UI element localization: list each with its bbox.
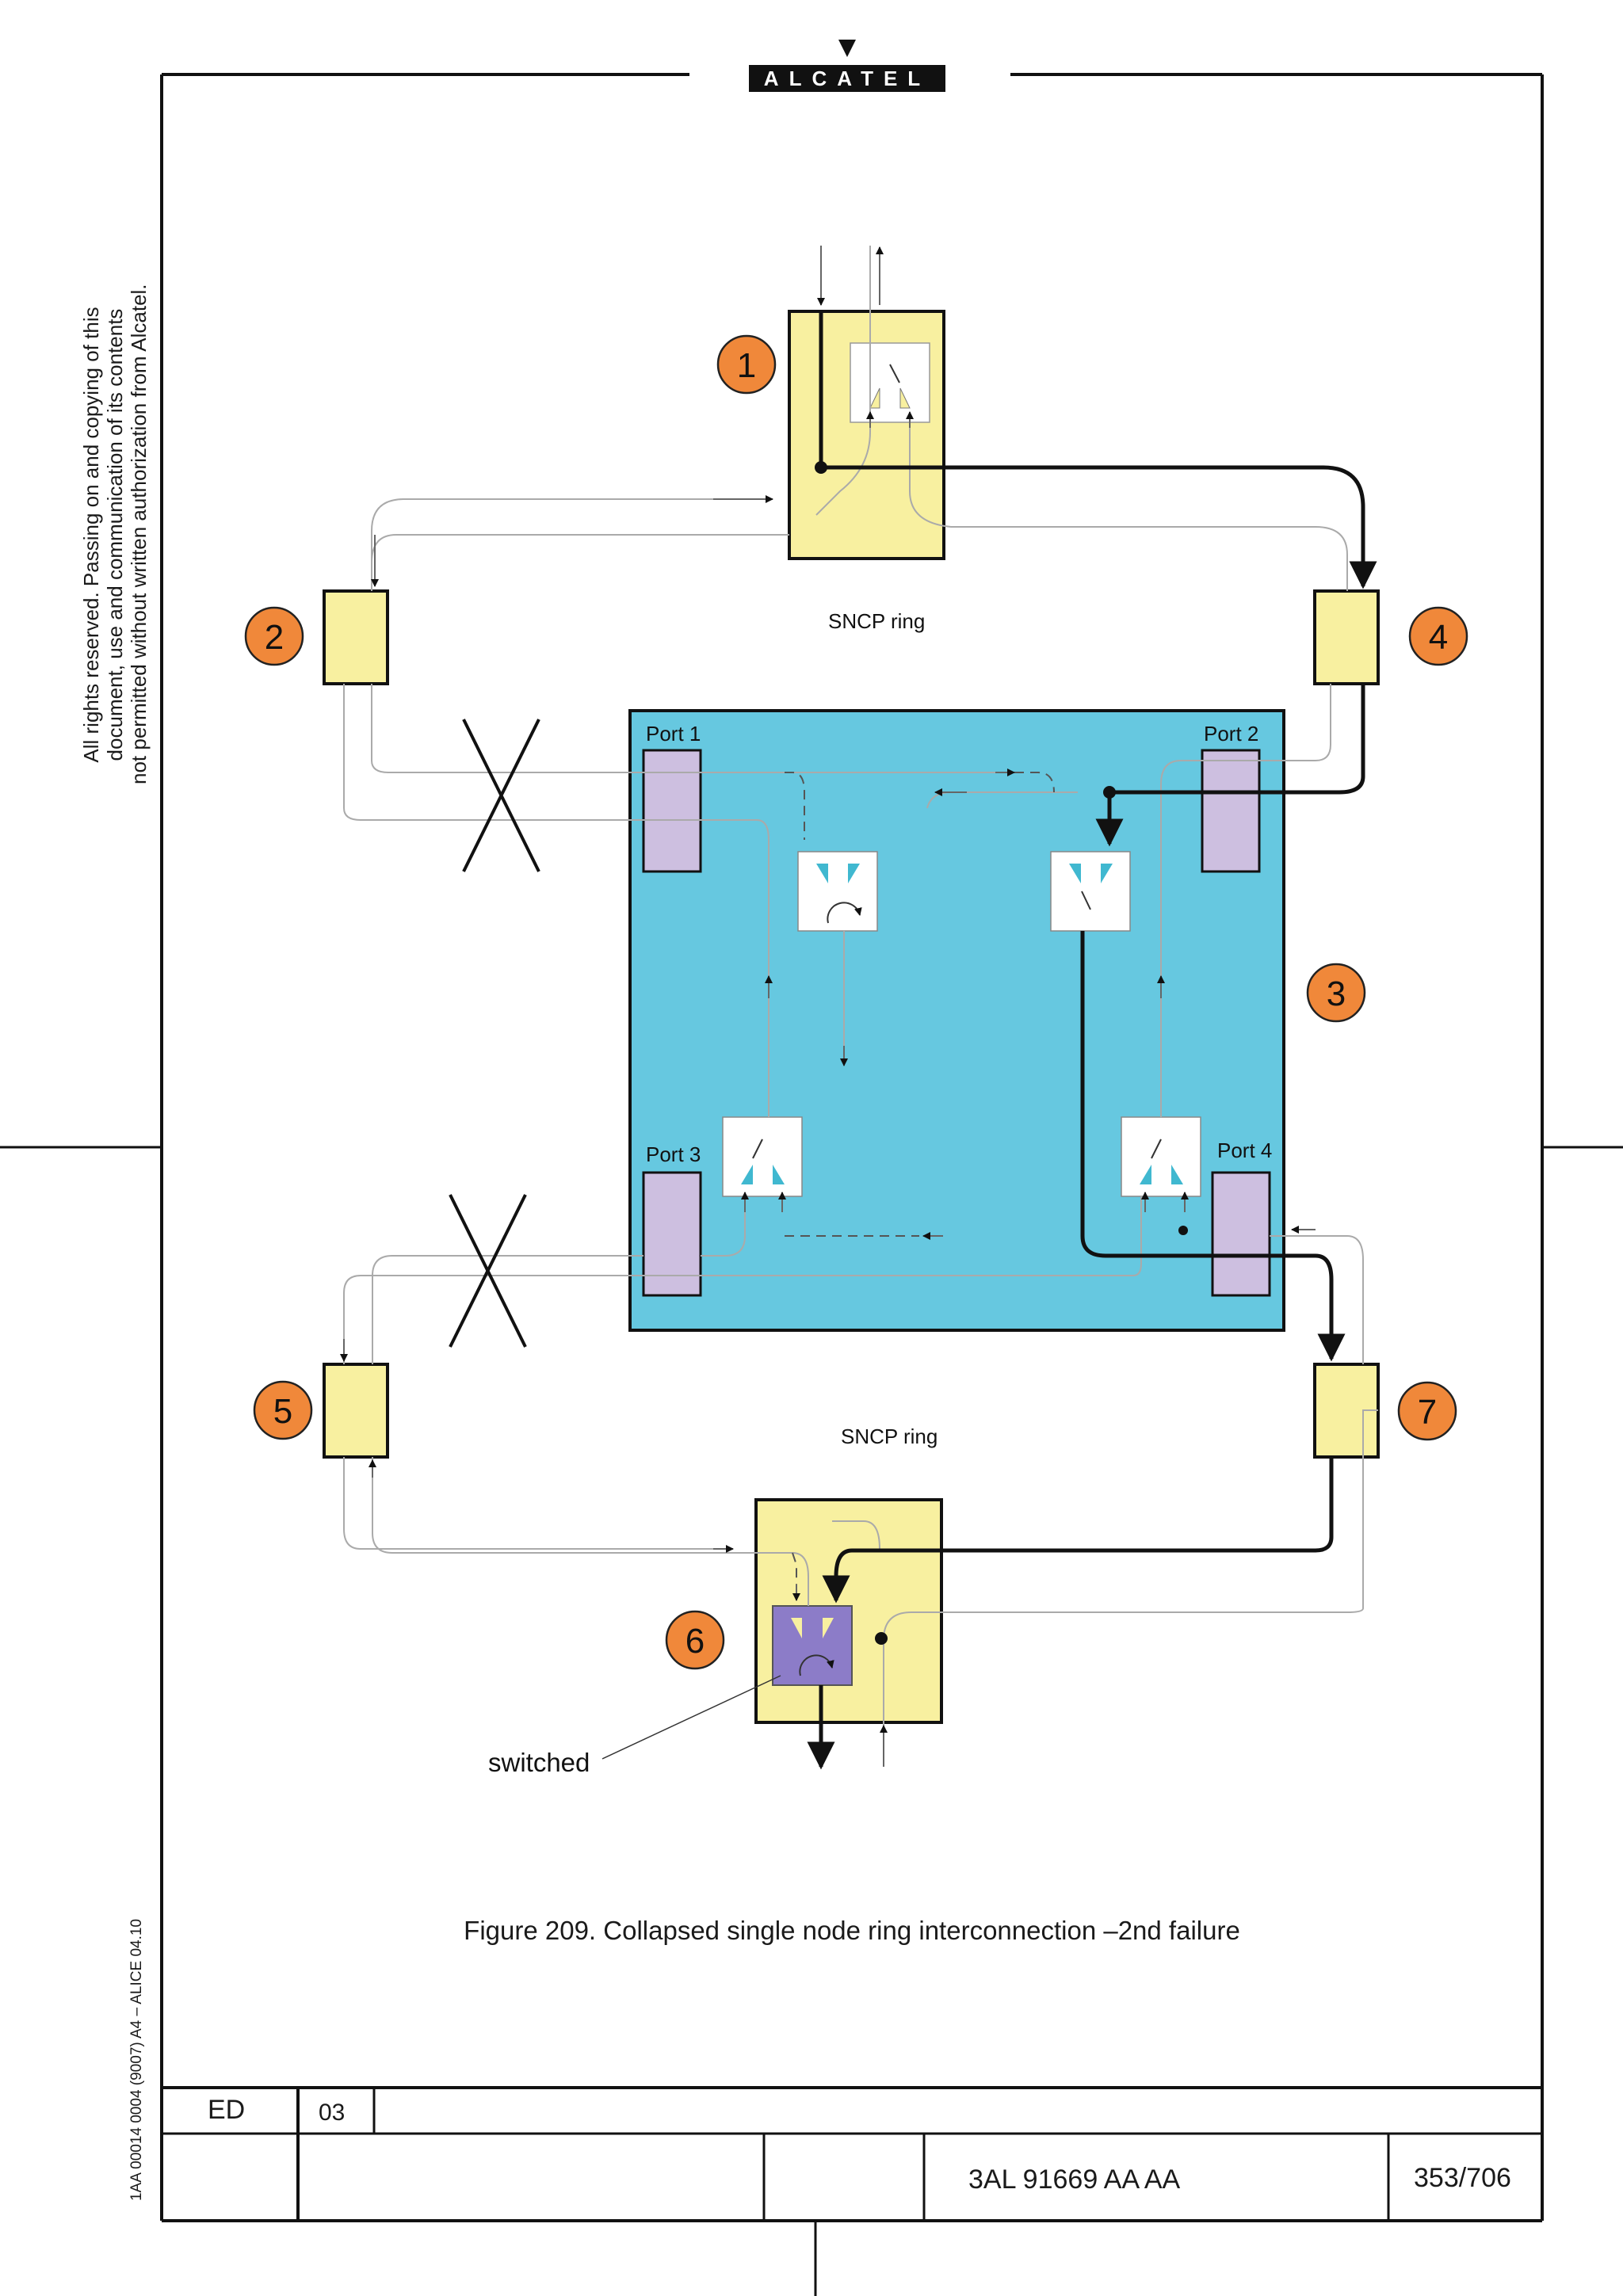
port-2-label: Port 2 — [1204, 722, 1258, 746]
switched-selector-icon — [772, 1605, 853, 1686]
selector-bottom-right-icon — [1121, 1116, 1201, 1197]
node-5-number: 5 — [273, 1392, 292, 1431]
node-4-box — [1313, 589, 1380, 685]
node-5-marker — [253, 1380, 313, 1440]
alcatel-logo: ALCATEL — [749, 65, 945, 92]
page-number: 353/706 — [1414, 2163, 1511, 2193]
ed-value: 03 — [319, 2100, 346, 2126]
logo-triangle-icon — [838, 40, 856, 57]
ed-label: ED — [208, 2095, 246, 2125]
ring-label-bottom: SNCP ring — [841, 1425, 938, 1448]
port-1-label: Port 1 — [646, 722, 701, 746]
figure-caption: Figure 209. Collapsed single node ring i… — [464, 1916, 1240, 1945]
node-3-number: 3 — [1327, 974, 1346, 1013]
port-1-box — [642, 749, 702, 873]
ring-label-top: SNCP ring — [828, 609, 925, 633]
node-2-marker — [244, 606, 304, 666]
node-4-number: 4 — [1429, 618, 1448, 657]
node-7-number: 7 — [1418, 1393, 1437, 1432]
node-3-marker — [1306, 963, 1366, 1023]
node-1-number: 1 — [737, 346, 756, 385]
node-6-number: 6 — [685, 1622, 705, 1661]
node-5-box — [323, 1363, 389, 1459]
port-3-box — [642, 1171, 702, 1297]
document-number: 3AL 91669 AA AA — [968, 2164, 1181, 2195]
switched-label: switched — [488, 1748, 590, 1777]
node-1-selector-icon — [850, 342, 930, 423]
failure-x-top-icon — [462, 719, 540, 872]
port-4-box — [1211, 1171, 1271, 1297]
selector-bottom-left-icon — [722, 1116, 803, 1197]
central-network-element — [628, 709, 1285, 1332]
node-4-marker — [1408, 606, 1468, 666]
node-7-marker — [1397, 1381, 1457, 1441]
node-6-marker — [665, 1610, 725, 1670]
selector-top-left-icon — [797, 851, 878, 932]
port-3-label: Port 3 — [646, 1142, 701, 1166]
node-2-box — [323, 589, 389, 685]
port-4-label: Port 4 — [1217, 1138, 1272, 1162]
node-2-number: 2 — [265, 618, 284, 657]
failure-x-bottom-icon — [449, 1194, 527, 1348]
selector-top-right-icon — [1050, 851, 1131, 932]
node-1-marker — [716, 334, 777, 395]
port-2-box — [1201, 749, 1261, 873]
